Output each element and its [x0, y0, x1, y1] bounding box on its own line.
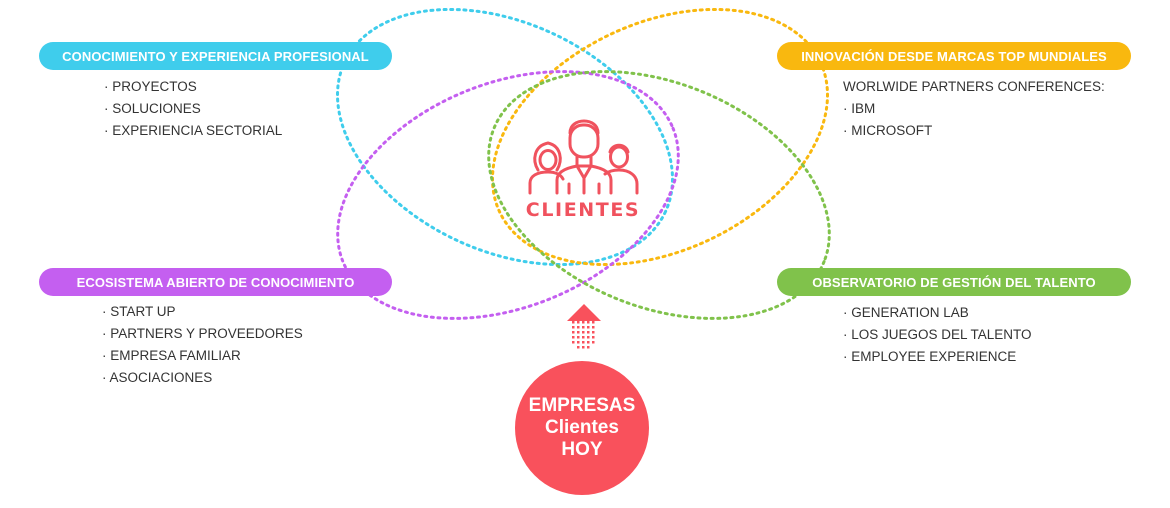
list-innovacion: WORLWIDE PARTNERS CONFERENCES: · IBM · M…	[843, 76, 1105, 142]
list-item: · SOLUCIONES	[104, 101, 201, 116]
arrow-up-icon	[567, 304, 601, 349]
list-conocimiento: · PROYECTOS · SOLUCIONES · EXPERIENCIA S…	[104, 76, 282, 142]
list-item: · LOS JUEGOS DEL TALENTO	[843, 327, 1032, 342]
list-ecosistema: · START UP · PARTNERS Y PROVEEDORES · EM…	[102, 301, 303, 389]
list-item: · MICROSOFT	[843, 123, 933, 138]
list-item: · EMPLOYEE EXPERIENCE	[843, 349, 1017, 364]
list-item: · EMPRESA FAMILIAR	[102, 348, 241, 363]
list-item: · GENERATION LAB	[843, 305, 969, 320]
empresas-line-1: EMPRESAS	[528, 395, 636, 416]
list-observatorio: · GENERATION LAB · LOS JUEGOS DEL TALENT…	[843, 302, 1032, 368]
pill-ecosistema: ECOSISTEMA ABIERTO DE CONOCIMIENTO	[39, 268, 392, 296]
pill-conocimiento: CONOCIMIENTO Y EXPERIENCIA PROFESIONAL	[39, 42, 392, 70]
pill-innovacion: INNOVACIÓN DESDE MARCAS TOP MUNDIALES	[777, 42, 1131, 70]
list-item: · PROYECTOS	[104, 79, 197, 94]
empresas-line-2: Clientes	[545, 417, 619, 438]
list-item: · PARTNERS Y PROVEEDORES	[102, 326, 303, 341]
list-item: · ASOCIACIONES	[102, 370, 213, 385]
empresas-line-3: HOY	[561, 439, 603, 460]
list-item: · IBM	[843, 101, 876, 116]
ellipse-green	[487, 70, 831, 320]
ellipse-purple	[336, 70, 680, 320]
list-intro: WORLWIDE PARTNERS CONFERENCES:	[843, 79, 1105, 94]
empresas-circle: EMPRESAS Clientes HOY	[515, 361, 649, 495]
people-group-icon	[528, 119, 639, 195]
list-item: · EXPERIENCIA SECTORIAL	[104, 123, 283, 138]
list-item: · START UP	[102, 304, 176, 319]
pill-observatorio: OBSERVATORIO DE GESTIÓN DEL TALENTO	[777, 268, 1131, 296]
center-label: CLIENTES	[525, 199, 641, 221]
